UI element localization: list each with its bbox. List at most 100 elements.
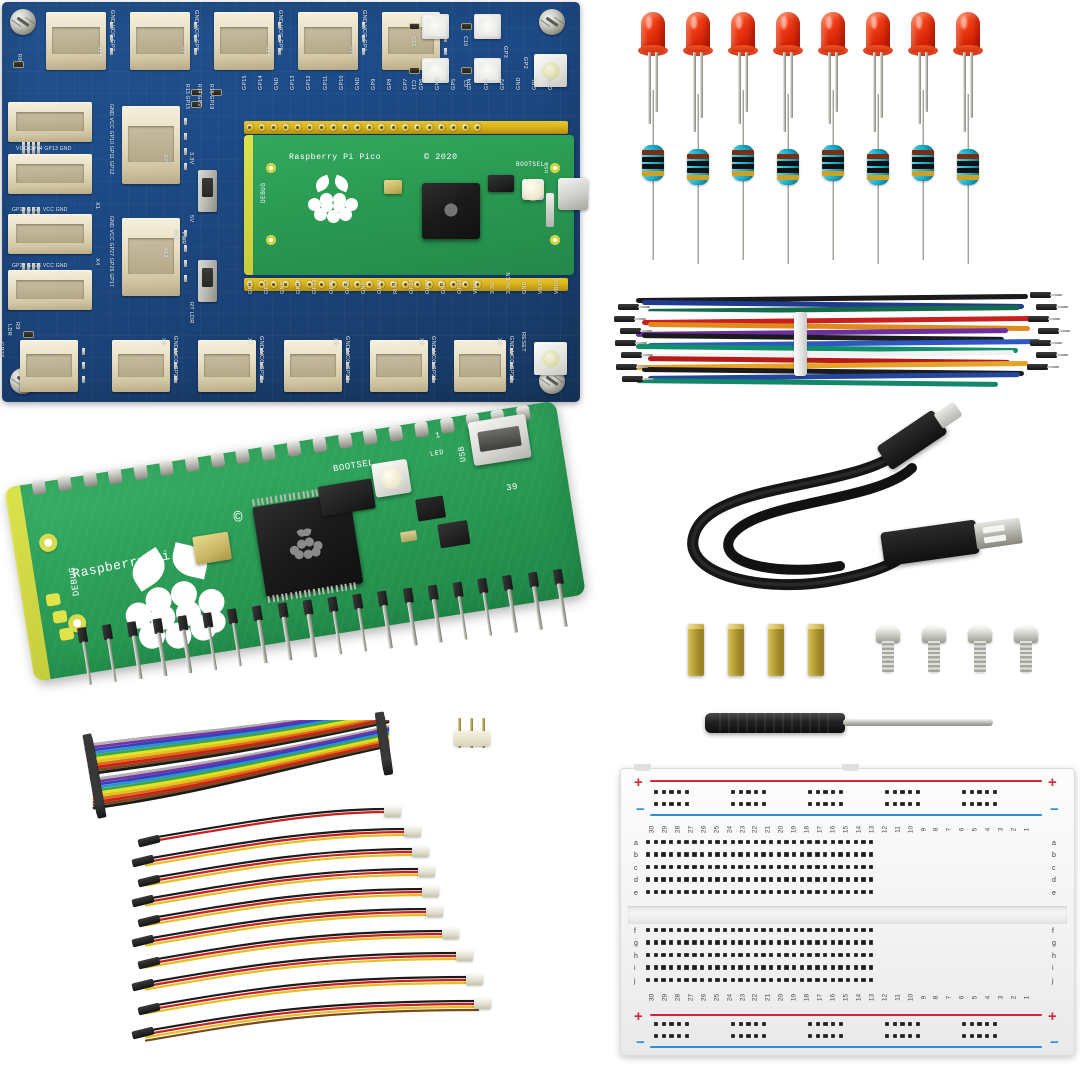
top-rail-group[interactable] [885, 790, 923, 795]
top-rail-group[interactable] [808, 790, 846, 795]
breadboard-hole[interactable] [838, 840, 843, 845]
breadboard-hole[interactable] [715, 852, 720, 857]
breadboard-hole[interactable] [692, 889, 697, 894]
breadboard-hole[interactable] [861, 928, 866, 933]
breadboard-hole[interactable] [738, 852, 743, 857]
breadboard-hole[interactable] [830, 852, 835, 857]
breadboard-hole[interactable] [807, 977, 812, 982]
breadboard-hole[interactable] [699, 952, 705, 958]
breadboard-rail-hole[interactable] [823, 802, 828, 807]
breadboard-hole[interactable] [769, 889, 774, 894]
breadboard-hole[interactable] [646, 977, 651, 982]
breadboard-rail-hole[interactable] [669, 802, 674, 807]
breadboard-hole[interactable] [769, 928, 774, 933]
breadboard-rail-hole[interactable] [915, 1034, 921, 1039]
breadboard-rail-hole[interactable] [754, 1034, 759, 1039]
breadboard-hole[interactable] [784, 965, 789, 970]
breadboard-hole[interactable] [792, 840, 797, 845]
breadboard-rail-hole[interactable] [761, 1034, 767, 1039]
breadboard-hole[interactable] [722, 977, 728, 982]
breadboard-hole[interactable] [745, 840, 751, 845]
breadboard-rail-hole[interactable] [900, 1034, 905, 1039]
breadboard-rail-hole[interactable] [677, 790, 682, 795]
breadboard-hole[interactable] [822, 965, 828, 970]
breadboard-rail-hole[interactable] [808, 1022, 813, 1027]
breadboard-hole[interactable] [799, 928, 805, 933]
breadboard-hole[interactable] [807, 940, 812, 945]
breadboard-hole[interactable] [722, 965, 728, 970]
breadboard-hole[interactable] [661, 977, 666, 982]
breadboard-rail-hole[interactable] [669, 1034, 674, 1039]
breadboard-hole[interactable] [753, 852, 759, 857]
breadboard-hole[interactable] [853, 840, 858, 845]
breadboard-rail-hole[interactable] [823, 1034, 828, 1039]
breadboard-hole[interactable] [684, 877, 689, 882]
breadboard-hole[interactable] [646, 889, 651, 894]
breadboard-rail-hole[interactable] [661, 1034, 667, 1039]
breadboard-hole[interactable] [799, 877, 805, 882]
bottom-rail-group[interactable] [962, 1022, 1000, 1027]
breadboard-hole[interactable] [853, 965, 858, 970]
breadboard-hole[interactable] [761, 965, 766, 970]
breadboard-hole[interactable] [722, 928, 728, 933]
breadboard-rail-hole[interactable] [908, 1022, 913, 1027]
breadboard-hole[interactable] [661, 889, 666, 894]
breadboard-hole[interactable] [692, 977, 697, 982]
breadboard-rail-hole[interactable] [677, 1034, 682, 1039]
breadboard-hole[interactable] [646, 840, 651, 845]
breadboard-hole[interactable] [853, 977, 858, 982]
breadboard-hole[interactable] [699, 864, 705, 870]
breadboard-hole[interactable] [753, 840, 759, 845]
breadboard-hole[interactable] [845, 840, 851, 845]
breadboard-hole[interactable] [815, 864, 820, 870]
breadboard-hole[interactable] [853, 889, 858, 894]
breadboard-rail-hole[interactable] [900, 1022, 905, 1027]
breadboard-hole[interactable] [699, 965, 705, 970]
breadboard-hole[interactable] [745, 977, 751, 982]
breadboard-hole[interactable] [669, 965, 674, 970]
breadboard-hole[interactable] [784, 952, 789, 958]
breadboard-hole[interactable] [745, 965, 751, 970]
breadboard-hole[interactable] [822, 877, 828, 882]
breadboard-rail-hole[interactable] [815, 802, 821, 807]
breadboard-hole[interactable] [807, 864, 812, 870]
breadboard-hole[interactable] [807, 889, 812, 894]
breadboard-hole[interactable] [699, 940, 705, 945]
mounted-bootsel-button[interactable] [522, 179, 544, 200]
breadboard-hole[interactable] [722, 877, 728, 882]
breadboard-hole[interactable] [661, 928, 666, 933]
breadboard-hole[interactable] [707, 940, 712, 945]
breadboard-rail-hole[interactable] [746, 790, 751, 795]
breadboard-hole[interactable] [761, 852, 766, 857]
breadboard-hole[interactable] [745, 877, 751, 882]
breadboard-hole[interactable] [753, 952, 759, 958]
breadboard-rail-hole[interactable] [985, 1034, 990, 1039]
breadboard-hole[interactable] [784, 928, 789, 933]
breadboard-hole[interactable] [776, 877, 782, 882]
breadboard-hole[interactable] [792, 852, 797, 857]
breadboard-hole[interactable] [838, 852, 843, 857]
breadboard-hole[interactable] [815, 928, 820, 933]
breadboard-hole[interactable] [715, 940, 720, 945]
breadboard-rail-hole[interactable] [892, 790, 898, 795]
breadboard-hole[interactable] [715, 840, 720, 845]
breadboard-rail-hole[interactable] [977, 790, 982, 795]
breadboard-hole[interactable] [669, 852, 674, 857]
breadboard-hole[interactable] [761, 877, 766, 882]
breadboard-hole[interactable] [830, 864, 835, 870]
breadboard-hole[interactable] [699, 852, 705, 857]
breadboard-hole[interactable] [646, 877, 651, 882]
breadboard-hole[interactable] [792, 940, 797, 945]
breadboard-rail-hole[interactable] [969, 1022, 975, 1027]
top-rail-group[interactable] [885, 802, 923, 807]
breadboard-hole[interactable] [769, 977, 774, 982]
breadboard-hole[interactable] [646, 965, 651, 970]
breadboard-hole[interactable] [830, 965, 835, 970]
breadboard-hole[interactable] [792, 877, 797, 882]
breadboard-hole[interactable] [684, 977, 689, 982]
breadboard-hole[interactable] [692, 928, 697, 933]
bottom-rail-group[interactable] [885, 1022, 923, 1027]
breadboard-hole[interactable] [761, 977, 766, 982]
breadboard-hole[interactable] [684, 952, 689, 958]
breadboard-rail-hole[interactable] [900, 802, 905, 807]
